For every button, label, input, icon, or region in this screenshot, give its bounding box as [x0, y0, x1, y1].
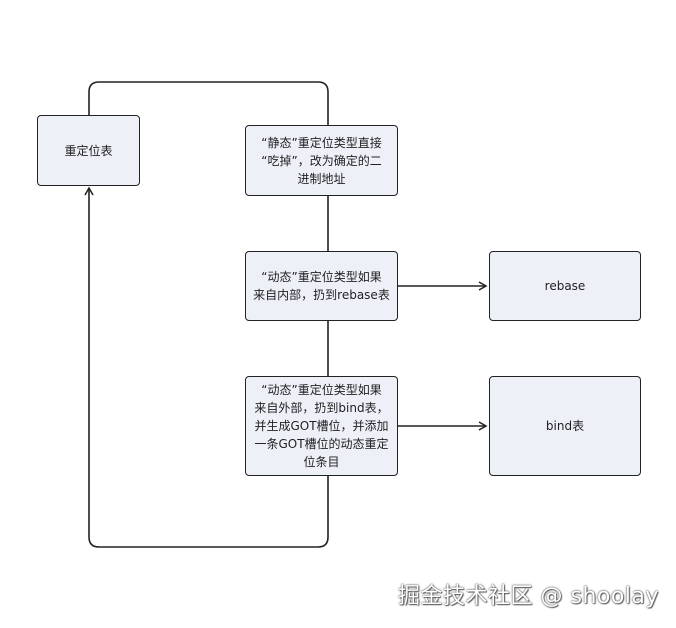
rebase-label: rebase	[544, 279, 586, 293]
rebase-node: rebase	[489, 251, 641, 321]
dynamic-external-line-5: 位条目	[303, 455, 340, 469]
bind-node: bind表	[489, 376, 641, 476]
static-line-1: “静态”重定位类型直接	[261, 135, 382, 150]
relocation-table-node: 重定位表	[37, 115, 140, 186]
dynamic-external-line-3: 并生成GOT槽位，并添加	[254, 419, 389, 433]
dynamic-external-line-2: 来自外部，扔到bind表，	[254, 401, 389, 415]
static-line-3: 进制地址	[297, 171, 346, 186]
watermark: 掘金技术社区 @ shoolay	[398, 584, 659, 609]
dynamic-external-node: “动态”重定位类型如果 来自外部，扔到bind表， 并生成GOT槽位，并添加 一…	[245, 376, 398, 476]
dynamic-internal-node: “动态”重定位类型如果 来自内部，扔到rebase表	[245, 251, 398, 321]
bind-label: bind表	[545, 419, 585, 433]
dynamic-internal-line-1: “动态”重定位类型如果	[261, 270, 382, 284]
relocation-table-label: 重定位表	[64, 143, 113, 158]
dynamic-external-line-1: “动态”重定位类型如果	[261, 383, 382, 397]
static-relocation-node: “静态”重定位类型直接 “吃掉”，改为确定的二 进制地址	[245, 125, 398, 196]
dynamic-internal-line-2: 来自内部，扔到rebase表	[253, 288, 390, 302]
loop-bottom-connector	[84, 186, 329, 548]
static-line-2: “吃掉”，改为确定的二	[261, 153, 382, 168]
dynamic-external-line-4: 一条GOT槽位的动态重定	[254, 437, 389, 451]
loop-top-connector	[88, 81, 329, 125]
